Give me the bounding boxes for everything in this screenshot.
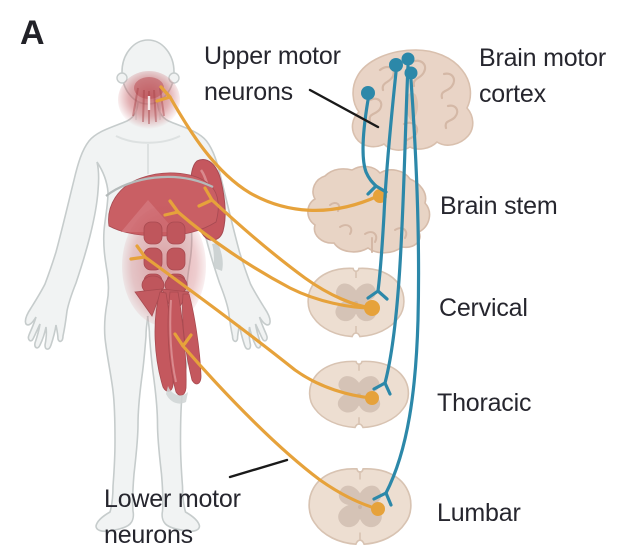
thigh-nerve-ending	[173, 332, 193, 348]
arm-nerve-ending	[197, 186, 214, 208]
lumbar-label: Lumbar	[437, 499, 521, 527]
nerve-cervical-to-diaphragm	[176, 210, 374, 310]
cervical-label: Cervical	[439, 294, 528, 322]
axon-to-cervical	[376, 70, 398, 293]
abdomen-nerve-ending	[129, 244, 147, 261]
nerve-thoracic-to-abdomen	[143, 255, 374, 400]
lumbar-soma	[371, 502, 385, 516]
thigh-muscles	[154, 291, 202, 404]
cortex-soma-4	[404, 66, 418, 80]
axon-to-thoracic	[383, 64, 410, 385]
left-ear	[116, 72, 128, 84]
brain-motor-cortex-label: Brain motor cortex	[479, 44, 607, 108]
thoracic-synapse-fork	[372, 381, 392, 396]
thoracic-label: Thoracic	[437, 389, 532, 417]
nerve-brainstem-to-face	[168, 95, 380, 212]
lumbar-synapse-fork	[372, 491, 393, 507]
cortex-soma-1	[361, 86, 375, 100]
cervical-section	[307, 267, 405, 338]
facial-neck-muscles	[118, 71, 180, 129]
brain-stem-label: Brain stem	[440, 192, 558, 220]
clavicle-line	[115, 135, 181, 144]
upper-motor-neurons-callout-line	[308, 88, 380, 129]
nerve-cervical-to-arm	[210, 198, 374, 310]
axon-to-brainstem	[361, 98, 378, 188]
panel-letter: A	[20, 14, 45, 52]
diaphragm-nerve-ending	[163, 199, 180, 217]
thoracic-soma	[365, 391, 379, 405]
face-nerve-ending	[155, 85, 172, 103]
brain-stem-section	[307, 165, 431, 254]
cortex-soma-3	[401, 52, 415, 66]
nerve-lumbar-to-thigh	[181, 344, 380, 511]
thoracic-section	[308, 360, 410, 429]
lower-motor-neuron-axons	[129, 85, 380, 511]
upper-motor-neuron-somas	[361, 52, 418, 100]
muscle-highlights	[105, 71, 226, 404]
callout-lines	[228, 88, 380, 479]
upper-motor-neuron-axons	[361, 64, 421, 507]
lumbar-section	[308, 467, 412, 546]
axon-to-lumbar	[384, 78, 421, 495]
cervical-soma	[364, 300, 380, 316]
upper-motor-neurons-label: Upper motor neurons	[204, 42, 341, 106]
cortex-soma-2	[389, 58, 403, 72]
lower-motor-neurons-label: Lower motor neurons	[104, 485, 241, 548]
lower-motor-neurons-callout-line	[228, 458, 289, 479]
cervical-synapse-fork	[366, 289, 389, 301]
body-left-half	[25, 100, 148, 532]
